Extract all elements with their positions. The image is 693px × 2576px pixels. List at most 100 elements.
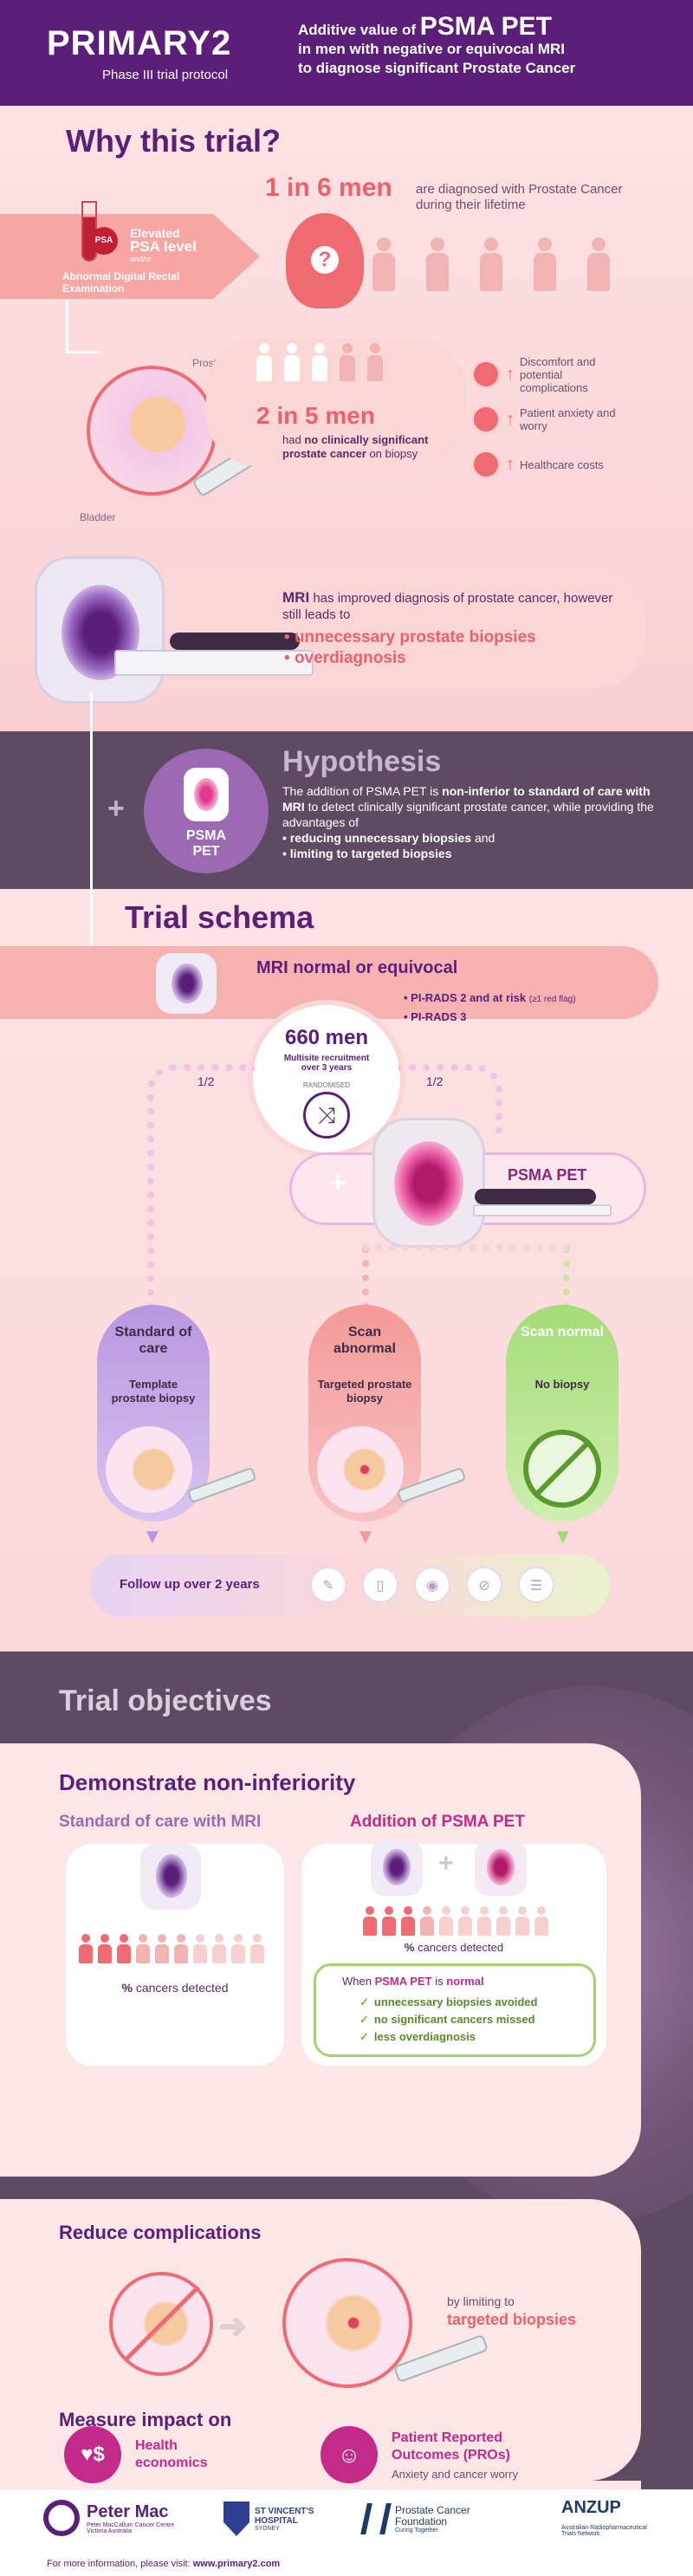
hypothesis-title: Hypothesis [282,745,442,778]
objectives-section: Trial objectives Demonstrate non-inferio… [0,1651,693,2489]
psma-scanner-icon [184,768,229,821]
elevated-label: Elevated [130,226,180,240]
psma-obj-title: Addition of PSMA PET [350,1813,525,1831]
health-econ-item: ♥$ Health economics [64,2426,230,2483]
person-icon [587,237,610,298]
flow-line [90,731,93,889]
mri-text: MRI has improved diagnosis of prostate c… [282,589,629,623]
check-item: ✓less overdiagnosis [359,2030,476,2043]
headline-line3: to diagnose significant Prostate Cancer [298,60,576,76]
arm-normal-title: Scan normal [520,1325,605,1340]
person-icon [476,1906,492,1936]
pro-title: Patient Reported Outcomes (PROs) [392,2430,510,2462]
psma-small-bore [487,1849,515,1885]
half-right: 1/2 [426,1074,444,1088]
schema-section: Trial schema MRI normal or equivocal • P… [0,889,693,1651]
hypothesis-text1-bold: non-inferior to standard of care with MR… [282,784,651,814]
mri-small-bore [156,1854,187,1898]
person-icon [97,1934,113,1963]
branch-left [147,1064,255,1324]
criteria-1: • PI-RADS 2 and at risk (≥1 red flag) [404,991,576,1004]
stat2-bold: no clinically significant prostate cance… [282,433,429,460]
criteria-list: • PI-RADS 2 and at risk (≥1 red flag) • … [404,990,576,1026]
syringe-icon: ✎ [310,1567,346,1603]
logo-stvincents: ST VINCENT'S HOSPITAL SYDNEY [223,2501,315,2536]
person-icon [116,1934,132,1963]
psma-scanner-large-icon [372,1118,485,1248]
header-title: PRIMARY2 [47,24,232,62]
person-icon [284,343,300,381]
check-icon: ✓ [359,2030,369,2043]
person-icon [192,1934,208,1963]
person-icon [438,1906,454,1936]
person-icon [362,1906,378,1936]
person-icon [480,237,502,298]
headline-line2: in men with negative or equivocal MRI [298,41,565,57]
risk-item: ↑ Discomfort and potential complications [471,352,679,397]
no-slash [533,1439,592,1498]
check-list: ✓unnecessary biopsies avoided ✓no signif… [359,1994,537,2046]
psma-badge-text: PSMA PET [185,828,227,859]
stat2-end: on biopsy [369,447,418,460]
up-arrow-icon: ↑ [506,409,515,429]
up-arrow-icon: ↑ [506,364,515,384]
arm-standard: Standard of care Template prostate biops… [97,1305,210,1522]
plus-icon: + [107,792,125,825]
logo-pcf-sub: Curing Together [395,2527,438,2534]
plus-icon: + [329,1166,346,1199]
header-subtitle: Phase III trial protocol [102,68,229,82]
objectives-title: Trial objectives [59,1684,272,1717]
header: PRIMARY2 Phase III trial protocol Additi… [0,0,693,106]
hypothesis-bullet-1: • reducing unnecessary biopsies [282,831,472,845]
patient-body [170,633,300,650]
prostate-circle-icon [87,366,217,496]
pro-sub: Anxiety and cancer worry [392,2467,518,2481]
arm-standard-title: Standard of care [114,1325,192,1356]
soc-card: % cancers detected [66,1844,284,2066]
mri-small-icon [140,1844,201,1910]
logo-pcf: Prostate Cancer Foundation Curing Togeth… [360,2503,478,2534]
down-arrow-icon: ▼ [142,1525,163,1548]
website-link[interactable]: www.primary2.com [192,2559,281,2569]
arm-normal-sub: No biopsy [534,1378,590,1391]
reduce-title: Reduce complications [59,2222,262,2243]
branch-right [398,1064,502,1133]
logo-pcf-name: Prostate Cancer Foundation [395,2503,470,2527]
mri-bullet-2: • overdiagnosis [284,649,406,667]
psa-arrow-box [0,214,260,299]
logo-stvincents-sub: SYDNEY [255,2525,280,2532]
mri-scanner-icon [35,556,165,704]
psma-people-row [362,1906,549,1936]
person-icon [135,1934,151,1963]
psma-scanner-bore [194,778,218,811]
pro-icon: ☺ [321,2426,378,2483]
measure-row [0,2481,641,2489]
risk-item: ↑ Patient anxiety and worry [471,397,679,442]
hypothesis-text1: The addition of PSMA PET is [282,784,439,798]
person-icon [173,1934,189,1963]
no-template-biopsy-icon [109,2272,213,2376]
shuffle-icon: ⤨ [303,1092,350,1139]
health-econ-text: Health economics [135,2438,208,2470]
mri-bullet-1: • unnecessary prostate biopsies [284,628,536,646]
person-icon [495,1906,511,1936]
risk-text: Patient anxiety and worry [520,406,616,432]
logo-petermac-sub: Peter MacCallum Cancer Centre Victoria A… [87,2521,175,2534]
person-icon [426,237,449,298]
followup-text: Follow up over 2 years [120,1577,260,1592]
plus-icon: + [438,1849,454,1878]
person-icon [230,1934,246,1963]
arm-standard-sub: Template prostate biopsy [111,1378,196,1405]
scanner-icon: ◉ [414,1567,450,1603]
flow-line [90,691,93,731]
tube-icon: ▯ [362,1567,398,1603]
person-icon [249,1934,265,1963]
risk-list: ↑ Discomfort and potential complications… [471,352,679,487]
person-icon [312,343,327,381]
health-econ-icon: ♥$ [64,2426,121,2483]
followup-pill: Follow up over 2 years ✎ ▯ ◉ ⊘ ☰ [90,1554,610,1617]
check-item: ✓no significant cancers missed [359,2013,535,2026]
person-icon [372,237,395,298]
flow-line [90,889,93,979]
cost-icon [471,450,501,479]
